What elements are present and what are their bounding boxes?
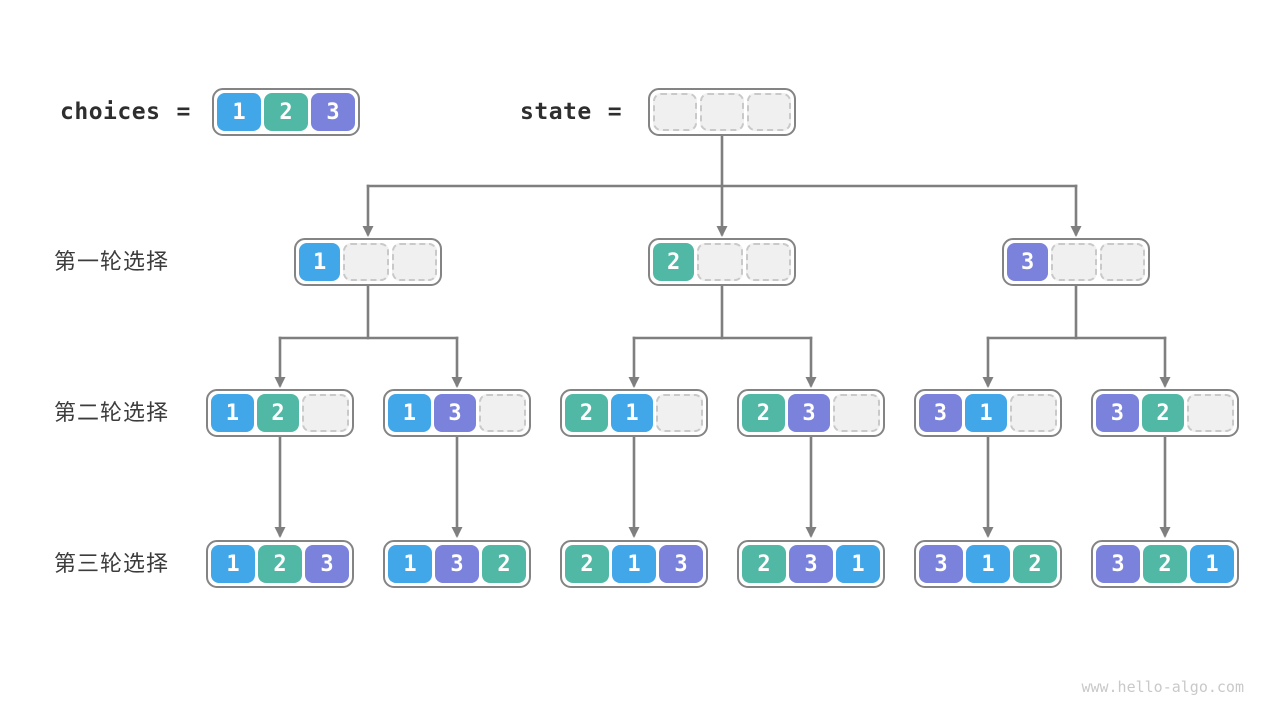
- round-2-label: 第二轮选择: [54, 400, 170, 425]
- cell-empty: [302, 394, 350, 432]
- cell-filled: 1: [299, 243, 341, 281]
- cell-filled: 3: [1096, 394, 1139, 432]
- cell-filled: 2: [742, 394, 785, 432]
- cell-filled: 3: [1096, 545, 1140, 583]
- cell-filled: 2: [742, 545, 786, 583]
- cell-empty: [1187, 394, 1235, 432]
- cell-empty: [343, 243, 389, 281]
- cell-filled: 1: [388, 394, 431, 432]
- cell-filled: 1: [612, 545, 656, 583]
- cell-filled: 2: [264, 93, 308, 131]
- watermark: www.hello-algo.com: [1081, 678, 1244, 696]
- cell-filled: 1: [966, 545, 1010, 583]
- round-3-label: 第三轮选择: [54, 551, 170, 576]
- choices-label: choices =: [60, 88, 191, 136]
- cell-filled: 2: [565, 545, 609, 583]
- cell-filled: 1: [388, 545, 432, 583]
- cell-empty: [391, 243, 437, 281]
- cell-filled: 3: [919, 545, 963, 583]
- cell-filled: 2: [482, 545, 526, 583]
- round1-box-2: 2: [648, 238, 796, 286]
- cell-filled: 2: [256, 394, 300, 432]
- cell-filled: 2: [258, 545, 302, 583]
- cell-empty: [697, 243, 743, 281]
- cell-empty: [1099, 243, 1145, 281]
- cell-filled: 3: [919, 394, 962, 432]
- cell-filled: 3: [659, 545, 703, 583]
- cell-empty: [745, 243, 791, 281]
- cell-filled: 1: [610, 394, 654, 432]
- state-array-box: [648, 88, 796, 136]
- cell-filled: 1: [211, 394, 254, 432]
- cell-empty: [1010, 394, 1058, 432]
- cell-filled: 3: [433, 394, 477, 432]
- equals-sign: =: [176, 99, 191, 125]
- cell-filled: 3: [311, 93, 355, 131]
- cell-filled: 1: [964, 394, 1008, 432]
- cell-filled: 3: [305, 545, 349, 583]
- cell-filled: 1: [1190, 545, 1234, 583]
- cell-filled: 3: [787, 394, 831, 432]
- cell-empty: [1051, 243, 1097, 281]
- cell-filled: 2: [565, 394, 608, 432]
- cell-filled: 3: [1007, 243, 1049, 281]
- round-1-label: 第一轮选择: [54, 249, 170, 274]
- cell-empty: [653, 93, 697, 131]
- cell-empty: [700, 93, 744, 131]
- cell-filled: 2: [653, 243, 695, 281]
- choices-text: choices: [60, 99, 161, 125]
- cell-filled: 2: [1013, 545, 1057, 583]
- equals-sign: =: [607, 99, 623, 125]
- state-label: state =: [520, 88, 622, 136]
- round1-box-1: 1: [294, 238, 442, 286]
- cell-filled: 1: [211, 545, 255, 583]
- round1-box-3: 3: [1002, 238, 1150, 286]
- cell-empty: [656, 394, 704, 432]
- state-text: state: [520, 99, 592, 125]
- cell-filled: 3: [435, 545, 479, 583]
- cell-empty: [479, 394, 527, 432]
- cell-filled: 1: [836, 545, 880, 583]
- cell-filled: 2: [1143, 545, 1187, 583]
- cell-empty: [747, 93, 791, 131]
- cell-filled: 2: [1141, 394, 1185, 432]
- cell-empty: [833, 394, 881, 432]
- cell-filled: 3: [789, 545, 833, 583]
- cell-filled: 1: [217, 93, 261, 131]
